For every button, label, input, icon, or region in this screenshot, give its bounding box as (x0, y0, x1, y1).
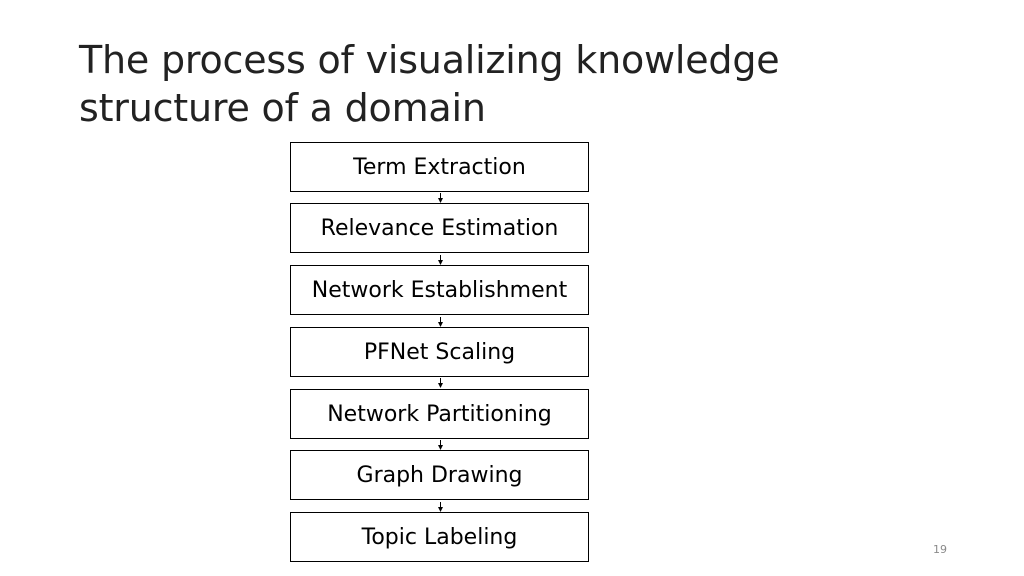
slide-page-number: 19 (933, 543, 947, 556)
flow-arrow-2 (438, 255, 443, 265)
step-term-extraction: Term Extraction (290, 142, 589, 192)
slide-title: The process of visualizing knowledge str… (79, 36, 839, 132)
flow-arrow-6 (438, 502, 443, 512)
flow-arrow-5 (438, 440, 443, 450)
flow-arrow-1 (438, 193, 443, 203)
step-graph-drawing: Graph Drawing (290, 450, 589, 500)
slide-title-line-2: structure of a domain (79, 86, 486, 130)
flow-arrow-3 (438, 317, 443, 327)
step-relevance-estimation: Relevance Estimation (290, 203, 589, 253)
flow-arrow-4 (438, 378, 443, 388)
slide-title-line-1: The process of visualizing knowledge (79, 38, 780, 82)
step-pfnet-scaling: PFNet Scaling (290, 327, 589, 377)
step-network-establishment: Network Establishment (290, 265, 589, 315)
step-topic-labeling: Topic Labeling (290, 512, 589, 562)
step-network-partitioning: Network Partitioning (290, 389, 589, 439)
